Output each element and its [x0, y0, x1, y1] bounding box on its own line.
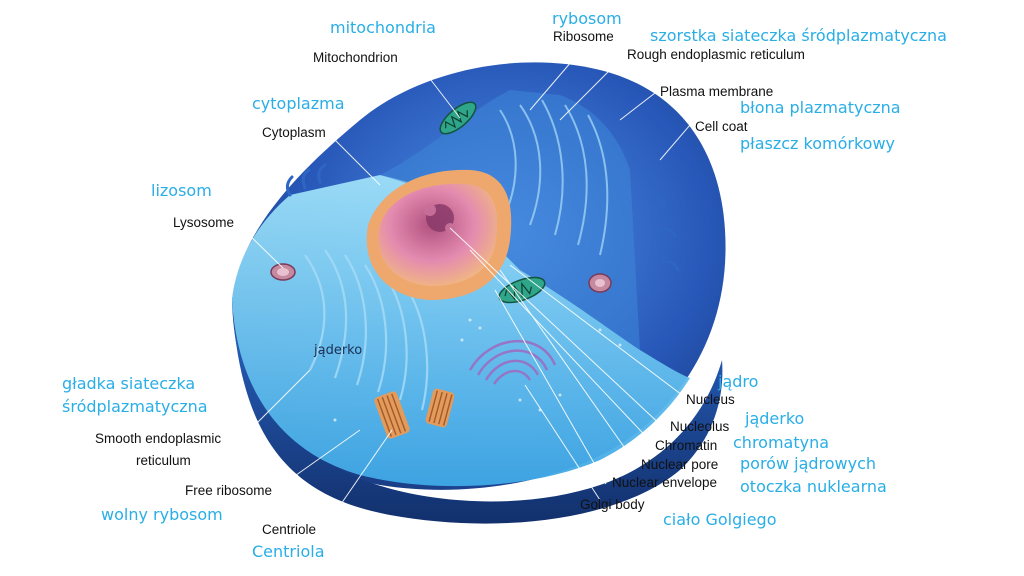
cytoplasm-cut-surface	[232, 175, 690, 487]
nucleus-interior	[378, 183, 498, 286]
label-rough-er-en: Rough endoplasmic reticulum	[627, 47, 805, 62]
label-smooth-er-pl-1: gładka siateczka	[62, 374, 196, 393]
leader-lines	[231, 39, 691, 521]
label-jadro-pl: jądro	[718, 372, 759, 391]
label-nuclear-pore-en: Nuclear pore	[641, 457, 719, 472]
label-mitochondrion-en: Mitochondrion	[313, 50, 398, 65]
nucleolus	[424, 204, 455, 233]
label-rough-er-pl: szorstka siateczka śródplazmatyczna	[650, 26, 947, 45]
label-mitochondria-pl: mitochondria	[330, 18, 436, 37]
centriole-1	[374, 391, 410, 439]
label-nucleus-en: Nucleus	[686, 392, 735, 407]
golgi-body	[468, 340, 557, 385]
mitochondrion-top	[439, 101, 477, 135]
label-ribosome-en: Ribosome	[553, 29, 614, 44]
label-golgi-pl: ciało Golgiego	[663, 510, 777, 529]
label-smooth-er-en-2: reticulum	[136, 453, 191, 468]
free-ribosomes	[333, 318, 622, 422]
label-nucleolus-en: Nucleolus	[670, 419, 730, 434]
label-golgi-en: Golgi body	[580, 497, 645, 512]
label-cell-coat-en: Cell coat	[695, 119, 748, 134]
label-lizosom-pl: lizosom	[151, 181, 212, 200]
cell-coat-fringe	[285, 163, 680, 272]
label-free-ribosome-en: Free ribosome	[185, 483, 273, 498]
label-centriole-pl: Centriola	[252, 542, 325, 561]
label-jaderko-pl: jąderko	[745, 409, 805, 428]
label-cytoplazma-pl: cytoplazma	[252, 94, 345, 113]
label-nuclear-pore-pl: porów jądrowych	[740, 454, 877, 473]
label-centriole-en: Centriole	[262, 522, 317, 537]
label-cytoplasm-en: Cytoplasm	[262, 125, 326, 140]
label-lysosome-en: Lysosome	[173, 215, 235, 230]
label-smooth-er-en-1: Smooth endoplasmic	[95, 431, 222, 446]
label-nuclear-envelope-en: Nuclear envelope	[612, 475, 718, 490]
lysosome-left	[270, 263, 296, 281]
label-chromatin-en: Chromatin	[655, 438, 718, 453]
label-free-ribosome-pl: wolny rybosom	[101, 505, 223, 524]
inner-jaderko-label: jąderko	[313, 343, 362, 358]
centriole-2	[425, 388, 455, 428]
label-plasma-membrane-pl: błona plazmatyczna	[740, 98, 901, 117]
label-smooth-er-pl-2: śródplazmatyczna	[62, 397, 208, 416]
label-rybosom-pl: rybosom	[552, 9, 622, 28]
lysosome-right	[588, 273, 612, 293]
label-nuclear-envelope-pl: otoczka nuklearna	[740, 477, 887, 496]
label-chromatyna-pl: chromatyna	[733, 433, 830, 452]
label-cell-coat-pl: płaszcz komórkowy	[740, 134, 895, 153]
label-plasma-membrane-en: Plasma membrane	[660, 84, 774, 99]
